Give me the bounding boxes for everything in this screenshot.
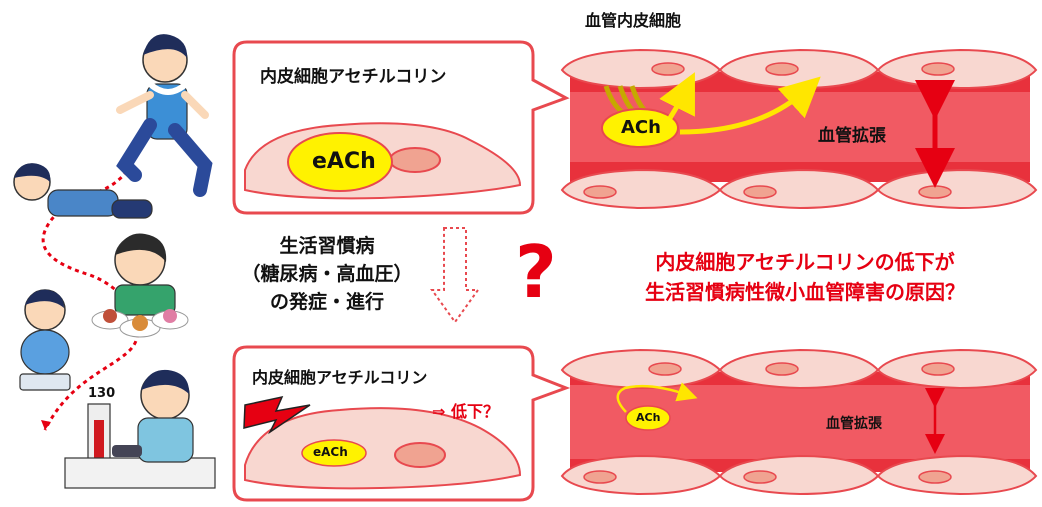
bottom-nucleus [394,442,446,468]
bottom-panel-title: 内皮細胞アセチルコリン [252,368,428,387]
vessel-top-lower-cells [560,168,1038,210]
vessel-top-dilation-label: 血管拡張 [818,126,886,146]
vessel-bottom-ach-ellipse [625,405,671,431]
vessel-bottom-dilation-label: 血管拡張 [826,416,882,432]
top-each-label: eACh [312,149,376,174]
vessel-top [560,48,1038,210]
top-panel-title: 内皮細胞アセチルコリン [260,67,447,87]
decrease-label: ⇒ 低下？ [432,402,499,421]
bottom-speech-bubble [232,345,571,502]
progression-arrow [430,227,480,324]
vessel-top-ach-label: ACh [621,117,661,138]
vessel-bottom-ach-arrow [616,382,698,413]
question-mark: ? [515,230,557,314]
progression-text: 生活習慣病 （糖尿病・高血圧） の発症・進行 [222,232,432,316]
vessel-bottom-lower-cells [560,454,1038,496]
blood-pressure-check-icon [64,369,216,489]
weighing-child-icon [19,289,71,391]
vessel-top-title: 血管内皮細胞 [585,11,682,30]
vessel-top-ach-arrow-short [659,72,695,120]
vessel-bottom [560,348,1038,496]
question-text: 内皮細胞アセチルコリンの低下が 生活習慣病性微小血管障害の原因？ [580,247,1030,307]
top-each-ellipse [287,132,393,192]
vessel-bottom-upper-cells [560,348,1038,390]
running-person-icon [116,34,213,197]
top-speech-bubble [232,40,570,215]
lightning-bolt-icon [243,395,311,435]
bottom-endothelial-cell [244,407,522,490]
vessel-top-ach-arrow-long [679,76,821,135]
progression-line-3: の発症・進行 [269,291,384,313]
vessel-top-ach-ellipse [601,108,679,148]
question-line-1: 内皮細胞アセチルコリンの低下が [655,250,955,274]
top-nucleus [389,147,441,173]
lifestyle-path-arrowhead [41,420,51,430]
overeating-person-icon [91,233,189,338]
vessel-top-upper-cells [560,48,1038,90]
progression-line-1: 生活習慣病 [279,235,375,257]
bottom-each-label: eACh [313,445,348,459]
bottom-each-ellipse [301,439,367,467]
vessel-bottom-ach-label: ACh [636,411,661,424]
progression-line-2: （糖尿病・高血圧） [241,263,413,285]
sleeping-person-icon [13,163,153,219]
question-line-2: 生活習慣病性微小血管障害の原因？ [645,280,965,304]
bp-reading: 130 [88,386,116,401]
